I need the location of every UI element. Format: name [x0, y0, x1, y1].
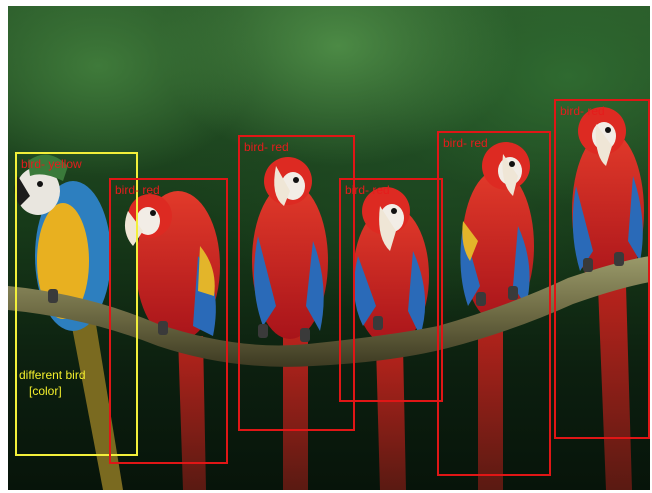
branch — [8, 256, 650, 367]
bbox-red-bird-3: bird- red — [339, 178, 443, 402]
bbox-label: bird- red — [345, 183, 390, 197]
bbox-label: bird- yellow — [21, 157, 82, 171]
bbox-label: bird- red — [443, 136, 488, 150]
bbox-yellow-bird: bird- yellow — [15, 152, 138, 456]
bbox-red-bird-5: bird- red — [554, 99, 650, 439]
bbox-label: bird- red — [115, 183, 160, 197]
bbox-red-bird-1: bird- red — [109, 178, 228, 464]
bbox-label: bird- red — [244, 140, 289, 154]
bbox-red-bird-2: bird- red — [238, 135, 355, 431]
red-macaw-1 — [124, 191, 220, 341]
red-macaw-2 — [252, 157, 328, 339]
bbox-red-bird-4: bird- red — [437, 131, 551, 476]
red-macaw-5 — [572, 107, 644, 291]
note-line-2: [color] — [29, 384, 62, 398]
yellow-macaw — [14, 154, 111, 331]
parrots-illustration — [8, 107, 650, 490]
red-macaw-4 — [460, 142, 534, 322]
red-macaw-3 — [353, 187, 429, 346]
note-line-1: different bird — [19, 368, 86, 382]
annotation-note: different bird [color] — [19, 367, 86, 399]
bbox-label: bird- red — [560, 104, 605, 118]
feet — [48, 252, 624, 342]
parrots-photo: bird- yellow bird- red bird- red bird- r… — [8, 6, 650, 490]
